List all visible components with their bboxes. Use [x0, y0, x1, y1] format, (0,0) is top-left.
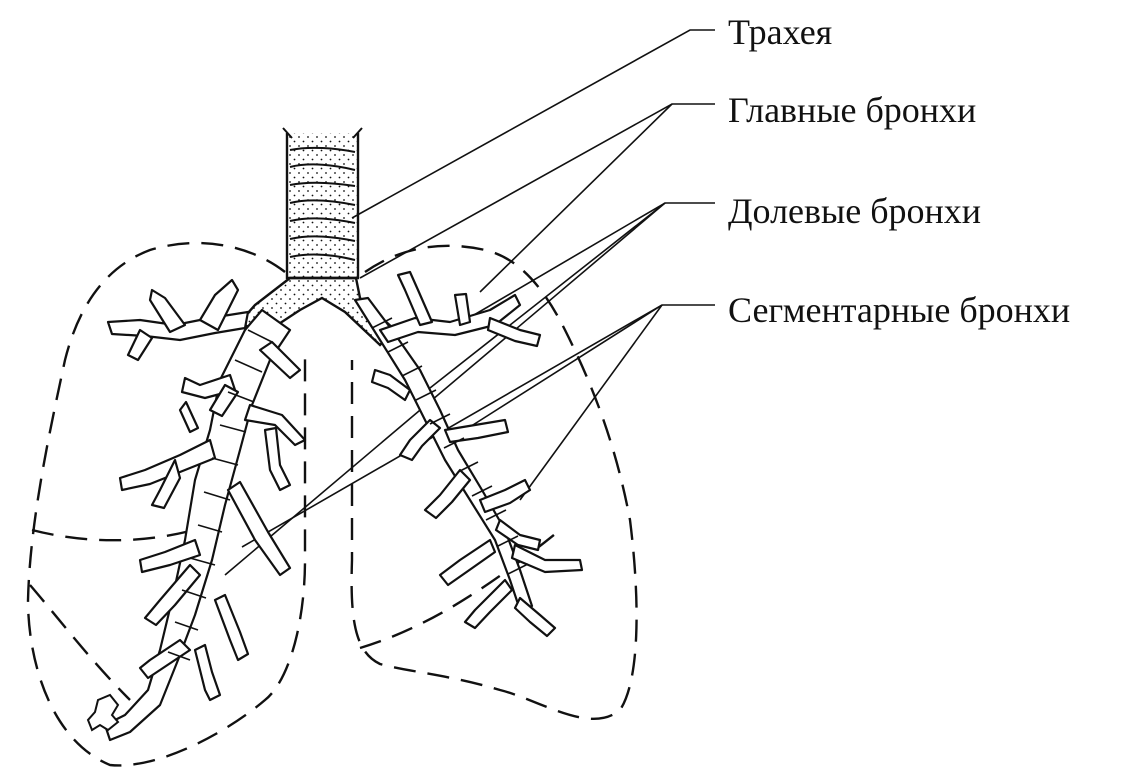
left-bronchial-tree — [355, 272, 582, 636]
label-segmental-bronchi: Сегментарные бронхи — [728, 292, 1070, 328]
trachea — [283, 128, 362, 278]
right-bronchial-tree — [105, 280, 305, 740]
label-lobar-bronchi: Долевые бронхи — [728, 193, 981, 229]
label-trachea: Трахея — [728, 14, 832, 50]
alveolar-cluster — [88, 695, 118, 730]
label-main-bronchi: Главные бронхи — [728, 92, 976, 128]
